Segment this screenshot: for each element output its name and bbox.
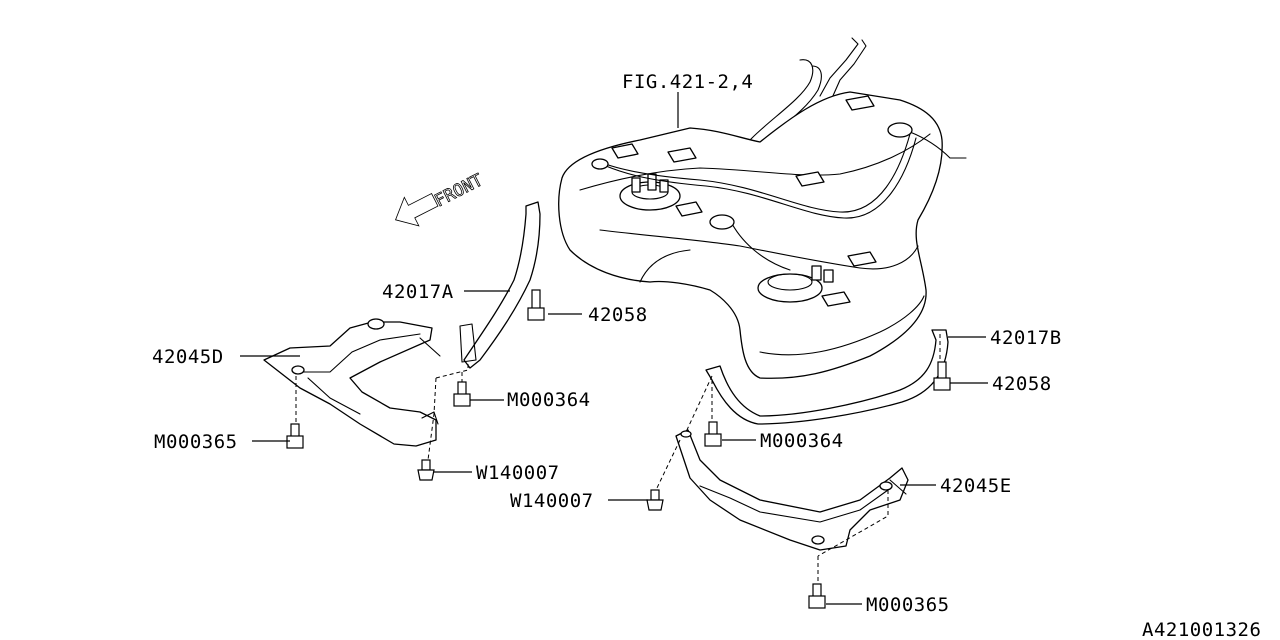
bolt-42058-right (933, 361, 951, 391)
callout-42017a: 42017A (382, 281, 454, 303)
assembly-line-3 (427, 377, 437, 461)
tank-strap-42017a (459, 201, 541, 369)
callout-w140007-right: W140007 (510, 490, 594, 512)
clip-w140007-left (417, 459, 435, 481)
protector-42045e (675, 429, 909, 551)
callout-m000365-right: M000365 (866, 594, 950, 616)
fuel-tank (558, 37, 967, 379)
front-label: FRONT (432, 170, 487, 211)
bolt-m000365-right (808, 583, 826, 609)
diagram-id: A421001326 (1142, 619, 1261, 640)
clip-w140007-right (646, 489, 664, 511)
bolt-m000364-right (704, 421, 722, 447)
assembly-line-2 (435, 362, 469, 379)
callout-42058-left: 42058 (588, 304, 648, 326)
callout-m000364-left: M000364 (507, 389, 591, 411)
callout-42058-right: 42058 (992, 373, 1052, 395)
leader-lines (240, 92, 988, 605)
callout-w140007-left: W140007 (476, 462, 560, 484)
protector-42045d (263, 318, 441, 447)
callout-m000365-left: M000365 (154, 431, 238, 453)
callout-42017b: 42017B (990, 327, 1062, 349)
bolt-m000364-left (453, 381, 471, 407)
assembly-line-6 (685, 375, 713, 433)
front-direction-arrow: FRONT (395, 170, 487, 227)
tank-strap-42017b (705, 329, 949, 425)
bolt-m000365-left (286, 423, 304, 449)
callout-42045d: 42045D (152, 346, 224, 368)
assembly-line-7 (655, 439, 681, 491)
callout-42045e: 42045E (940, 475, 1012, 497)
assembly-line-8 (817, 490, 889, 557)
bolt-42058-left (527, 289, 545, 321)
callout-fig-421-2-4: FIG.421-2,4 (622, 71, 753, 93)
callout-m000364-right: M000364 (760, 430, 844, 452)
